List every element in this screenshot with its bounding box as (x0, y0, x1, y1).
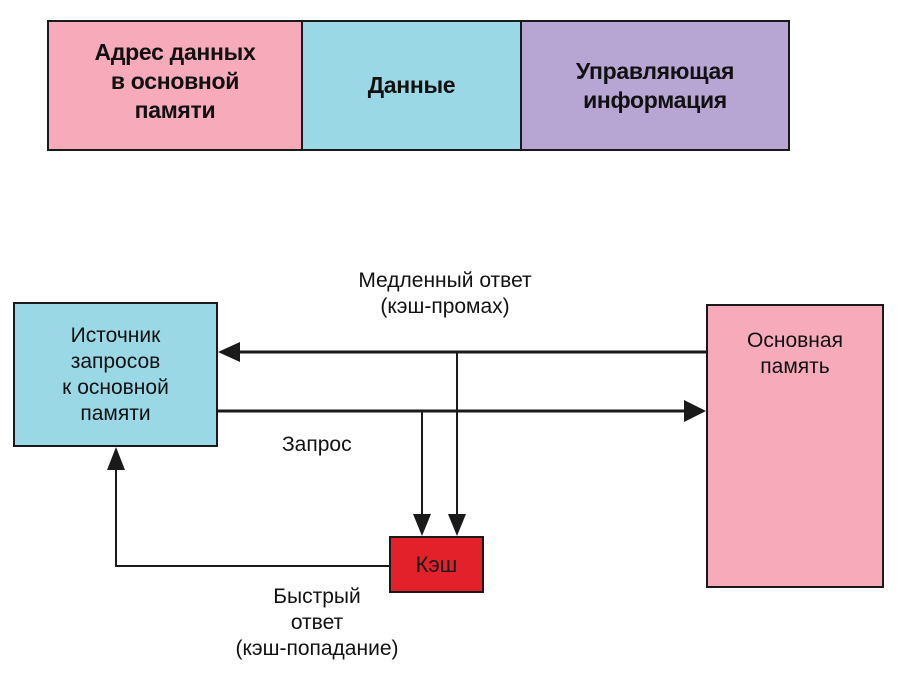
cache-label: Кэш (415, 551, 458, 577)
field-control-info: Управляющая информация (522, 22, 788, 149)
field-data: Данные (303, 22, 522, 149)
slow-to-cache-arrowhead (448, 514, 466, 536)
field-memory-address: Адрес данных в основной памяти (49, 22, 303, 149)
request-label: Запрос (282, 433, 352, 456)
cache-box: Кэш (389, 536, 484, 593)
slow-response-arrowhead (218, 342, 240, 362)
slow-response-label: Медленный ответ (кэш-промах) (358, 269, 532, 318)
main-memory-box: Основная память (706, 304, 884, 588)
request-to-cache-arrowhead (413, 514, 431, 536)
request-arrowhead (684, 400, 706, 422)
request-source-box: Источник запросов к основной памяти (13, 302, 218, 447)
fast-response-arrowhead (107, 447, 125, 470)
main-memory-label: Основная память (747, 329, 843, 378)
fast-response-line (115, 466, 389, 567)
fast-response-label: Быстрый ответ (кэш-попадание) (235, 585, 399, 660)
cache-line-record: Адрес данных в основной памяти Данные Уп… (47, 20, 790, 151)
